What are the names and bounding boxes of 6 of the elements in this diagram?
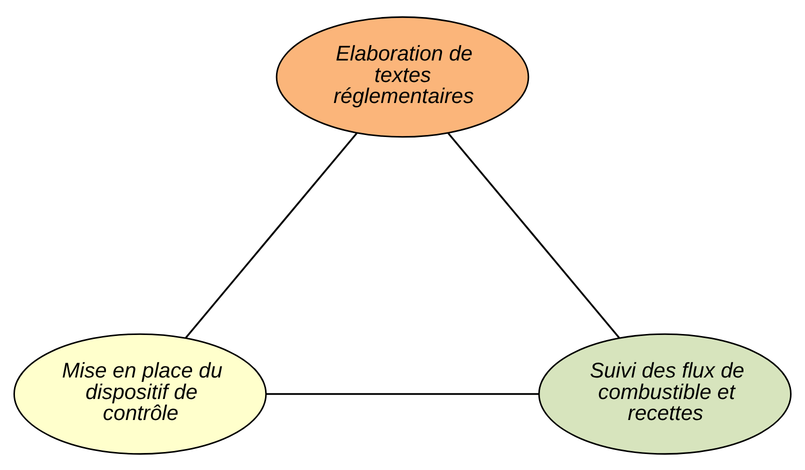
connector bbox=[185, 132, 358, 338]
node-ellipse: Suivi des flux de combustible et recettes bbox=[538, 332, 792, 454]
connector bbox=[448, 132, 620, 338]
node-ellipse: Mise en place du dispositif de contrôle bbox=[13, 332, 267, 454]
connector bbox=[266, 392, 539, 394]
node-ellipse: Elaboration de textes réglementaires bbox=[276, 16, 530, 138]
